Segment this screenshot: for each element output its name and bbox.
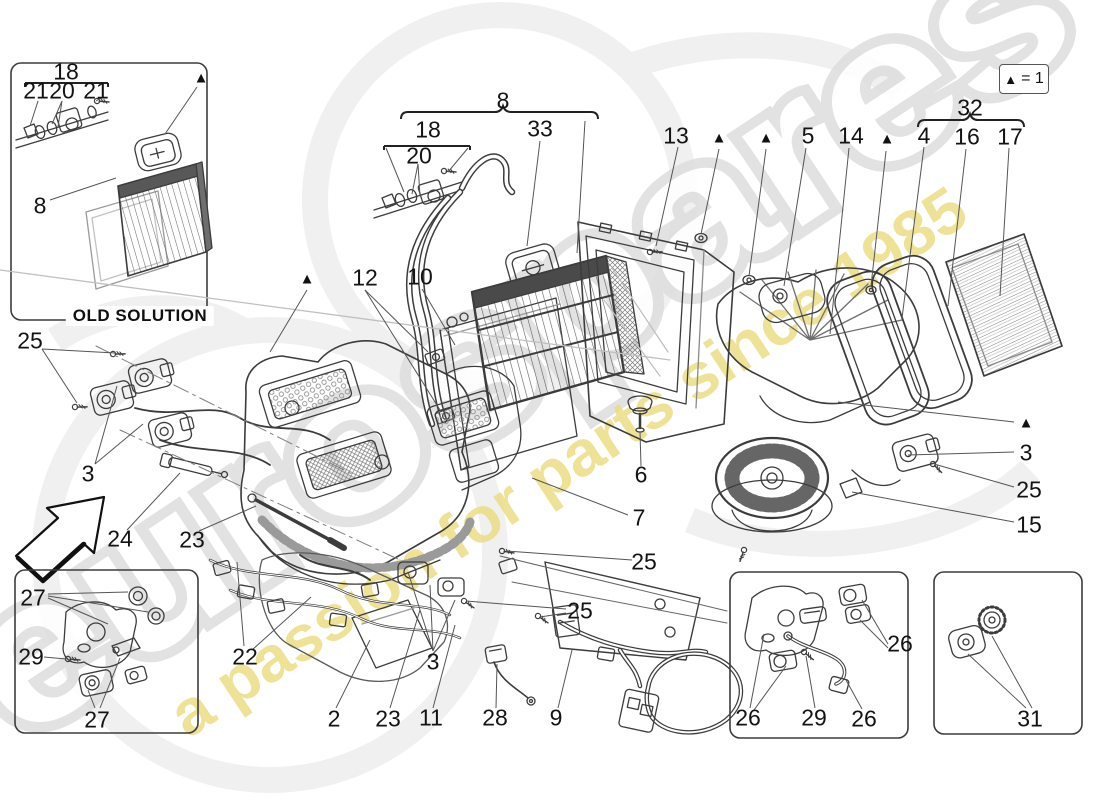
detail-box-far-right-art <box>933 571 1083 735</box>
part-number-23: 23 <box>375 705 401 732</box>
part-number-24: 24 <box>107 525 133 552</box>
heater-core-and-pipes-art <box>405 188 645 471</box>
legend-value: = 1 <box>1021 70 1044 87</box>
part-number-26: 26 <box>887 630 913 657</box>
part-number-27: 27 <box>84 706 110 733</box>
part-number-7: 7 <box>632 504 646 531</box>
legend-box: ▲ = 1 <box>999 64 1049 94</box>
part-number-14: 14 <box>838 122 864 149</box>
part-number-9: 9 <box>549 704 563 731</box>
part-number-18: 18 <box>53 58 79 85</box>
leader-lines <box>24 82 1033 711</box>
part-number-33: 33 <box>527 115 553 142</box>
part-number-25: 25 <box>1016 476 1042 503</box>
part-number-3: 3 <box>426 648 440 675</box>
part-number-20: 20 <box>49 77 75 104</box>
triangle-marker: ▲ <box>758 129 774 147</box>
part-number-25: 25 <box>17 327 43 354</box>
left-actuators-art <box>14 345 401 584</box>
part-number-2: 2 <box>327 705 341 732</box>
part-number-11: 11 <box>419 704 443 731</box>
inset-old-solution-art <box>10 62 213 321</box>
filter-frames-art <box>826 233 1063 426</box>
part-number-21: 21 <box>83 77 109 104</box>
part-number-5: 5 <box>801 122 815 149</box>
lower-housing-art <box>208 544 744 735</box>
triangle-marker: ▲ <box>879 130 895 148</box>
blower-assembly-art <box>711 267 945 563</box>
part-number-12: 12 <box>352 264 378 291</box>
part-number-8: 8 <box>496 87 510 114</box>
part-number-29: 29 <box>18 643 44 670</box>
triangle-marker: ▲ <box>193 69 209 87</box>
part-number-26: 26 <box>851 705 877 732</box>
detail-box-right-art <box>729 571 909 739</box>
part-number-17: 17 <box>997 123 1023 150</box>
part-number-18: 18 <box>415 116 441 143</box>
part-number-10: 10 <box>407 263 433 290</box>
triangle-marker: ▲ <box>711 129 727 147</box>
part-number-15: 15 <box>1016 511 1042 538</box>
part-number-20: 20 <box>406 142 432 169</box>
part-number-29: 29 <box>801 704 827 731</box>
part-number-6: 6 <box>634 461 648 488</box>
part-number-25: 25 <box>631 548 657 575</box>
triangle-marker: ▲ <box>1018 414 1034 432</box>
part-number-16: 16 <box>954 123 980 150</box>
detail-box-left-art <box>14 569 199 734</box>
legend-triangle-icon: ▲ <box>1004 71 1018 87</box>
part-number-21: 21 <box>23 77 49 104</box>
triangle-marker: ▲ <box>299 270 315 288</box>
part-number-25: 25 <box>567 597 593 624</box>
old-solution-title: OLD SOLUTION <box>65 306 215 326</box>
part-number-22: 22 <box>232 643 258 670</box>
main-housing-art <box>240 340 522 585</box>
part-number-26: 26 <box>735 704 761 731</box>
part-number-4: 4 <box>917 122 931 149</box>
part-number-13: 13 <box>663 122 689 149</box>
part-number-3: 3 <box>1019 439 1033 466</box>
part-number-31: 31 <box>1017 705 1043 732</box>
part-number-28: 28 <box>482 704 508 731</box>
part-number-8: 8 <box>33 192 47 219</box>
part-number-3: 3 <box>81 460 95 487</box>
evaporator-housing-art <box>0 221 756 443</box>
part-number-23: 23 <box>179 526 205 553</box>
part-number-32: 32 <box>957 94 983 121</box>
part-number-27: 27 <box>20 584 46 611</box>
